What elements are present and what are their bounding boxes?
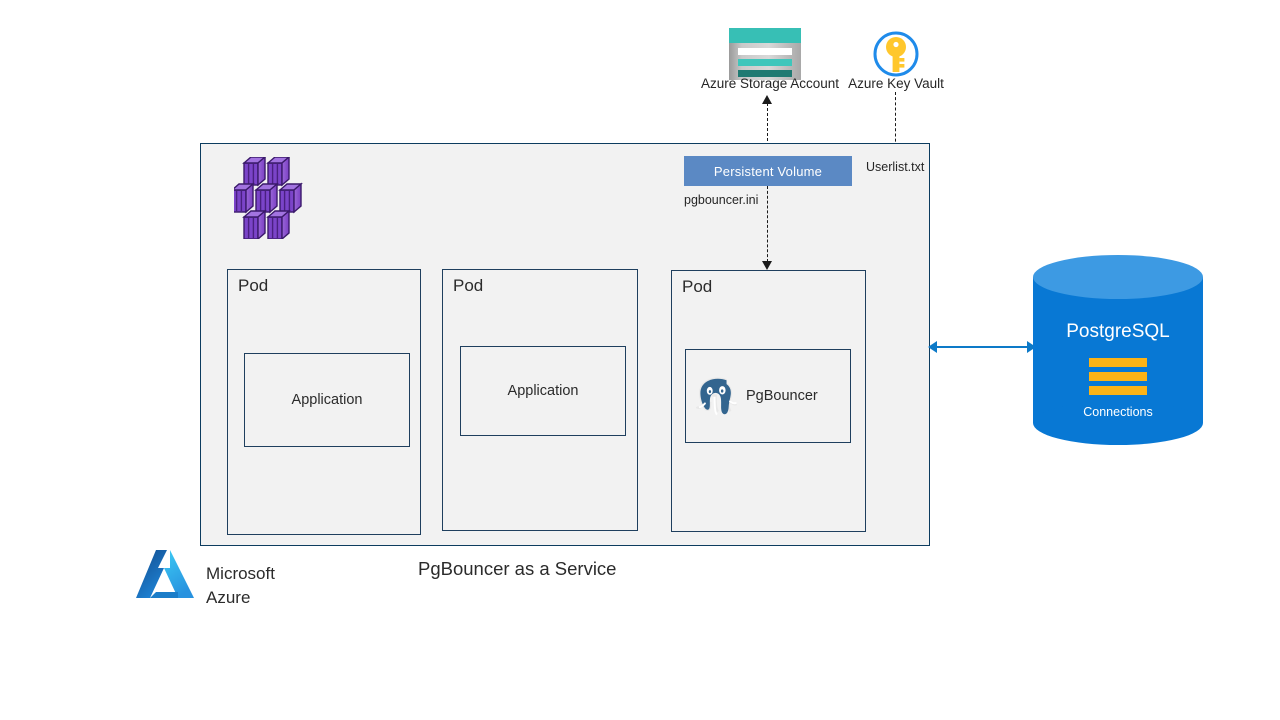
pod-2-application-box: Application: [460, 346, 626, 436]
pod-2: Pod Application: [442, 269, 638, 531]
persistent-volume-box: Persistent Volume: [684, 156, 852, 186]
azure-brand-label: Microsoft Azure: [206, 562, 275, 610]
azure-logo-icon: [134, 548, 196, 608]
kubernetes-service-icon: [230, 155, 308, 241]
pod-3-pgbouncer-box: PgBouncer: [685, 349, 851, 443]
diagram-caption: PgBouncer as a Service: [418, 558, 617, 579]
connection-bars: [1089, 358, 1147, 400]
pod-2-title: Pod: [453, 276, 484, 295]
pod-1-application-box: Application: [244, 353, 410, 447]
connector-pv-to-storage: [767, 103, 768, 156]
storage-account-label: Azure Storage Account: [700, 76, 840, 91]
postgresql-elephant-icon: [696, 377, 737, 416]
storage-account-icon: [729, 28, 801, 80]
pod-3-title: Pod: [682, 277, 713, 296]
connector-pv-to-pod-arrowhead: [762, 261, 772, 270]
pgbouncer-label: PgBouncer: [746, 388, 818, 404]
key-vault-label: Azure Key Vault: [848, 76, 944, 91]
connections-label: Connections: [1083, 405, 1153, 419]
connector-pv-to-pod: [767, 186, 768, 262]
userlist-txt-label: Userlist.txt: [866, 160, 925, 174]
key-vault-icon: [872, 30, 920, 78]
pod-1: Pod Application: [227, 269, 421, 535]
pgbouncer-ini-label: pgbouncer.ini: [684, 193, 759, 207]
connector-aks-to-postgres: [928, 341, 1036, 353]
azure-brand-line2: Azure: [206, 588, 251, 607]
postgresql-database: PostgreSQL Connections: [1033, 255, 1203, 445]
azure-brand-line1: Microsoft: [206, 564, 275, 583]
postgres-title: PostgreSQL: [1066, 321, 1170, 342]
connector-pv-to-storage-arrowhead: [762, 95, 772, 104]
pod-3: Pod: [671, 270, 866, 532]
pod-1-title: Pod: [238, 276, 269, 295]
connector-keyvault-to-userlist: [895, 92, 896, 152]
